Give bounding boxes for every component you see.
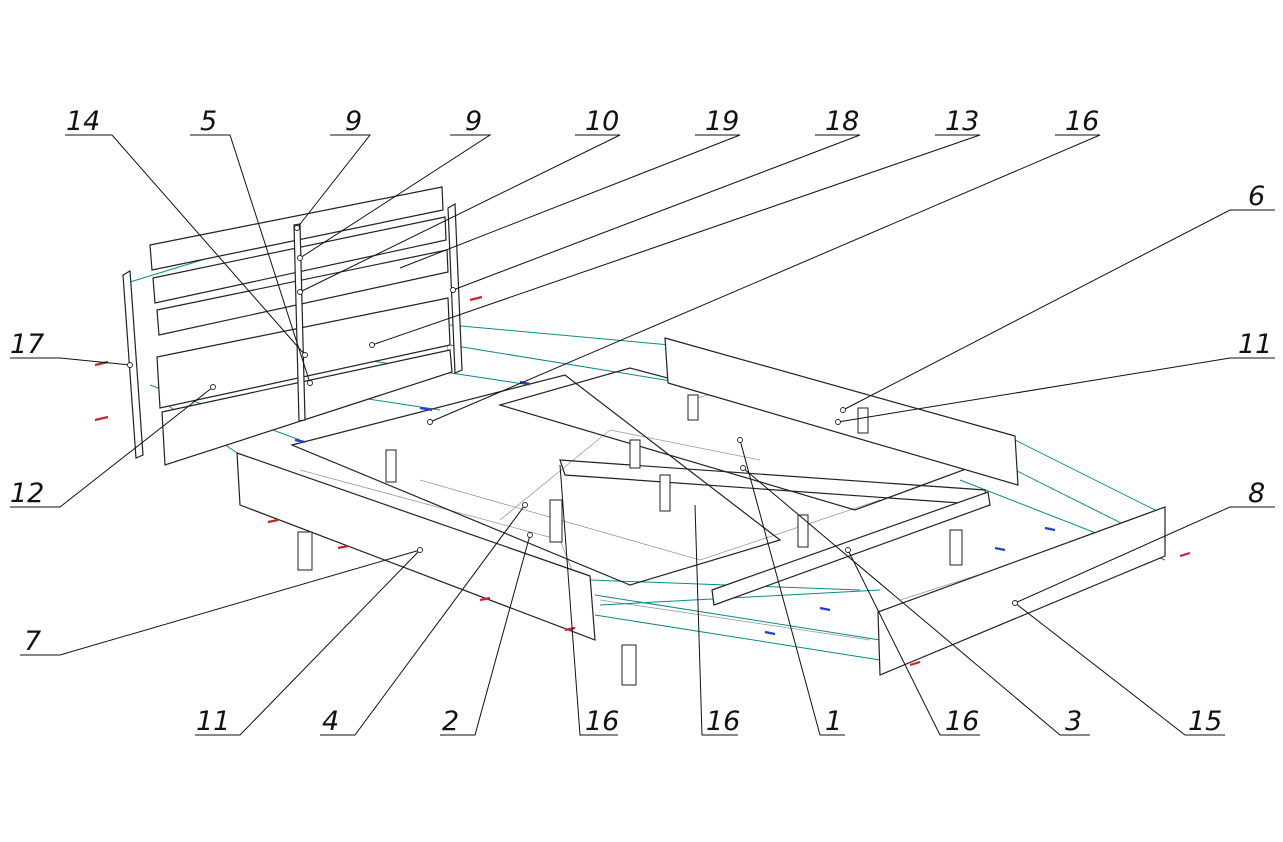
callout-label: 16 (706, 706, 740, 737)
leg (857, 407, 869, 434)
foot-rail-inner (711, 491, 991, 606)
footboard (877, 506, 1166, 676)
leg (949, 529, 963, 566)
callout-label: 11 (196, 706, 230, 737)
callout-label: 16 (1065, 106, 1099, 137)
leader-lines (10, 134, 1275, 736)
leg (629, 439, 641, 469)
callout-label: 5 (200, 106, 217, 137)
callout-label: 11 (1238, 329, 1272, 360)
callout-label: 16 (945, 706, 979, 737)
callout-label: 1 (825, 706, 842, 737)
callout-label: 12 (10, 478, 44, 509)
headboard-lower-rail (161, 349, 453, 466)
callout-label: 10 (585, 106, 619, 137)
callout-label: 7 (24, 626, 41, 657)
headboard-center-post (293, 223, 306, 422)
screws (94, 295, 1191, 667)
callout-label: 2 (442, 706, 459, 737)
callout-label: 16 (585, 706, 619, 737)
side-rail-left (236, 452, 596, 641)
leg (621, 644, 637, 686)
callout-label: 18 (825, 106, 859, 137)
callout-label: 19 (705, 106, 739, 137)
callout-label: 4 (322, 706, 339, 737)
callout-label: 14 (66, 106, 100, 137)
headboard (122, 186, 463, 466)
leg (385, 449, 397, 483)
center-rail (559, 459, 989, 506)
base-panel-front (290, 374, 782, 586)
headboard-post-left (122, 270, 144, 459)
leg (297, 531, 313, 571)
leg (687, 394, 699, 421)
callout-label: 15 (1188, 706, 1222, 737)
callout-points (127, 225, 1018, 606)
callout-label: 13 (945, 106, 979, 137)
callout-label: 17 (10, 329, 44, 360)
callout-label: 6 (1248, 181, 1265, 212)
callout-label: 9 (345, 106, 362, 137)
callout-label: 3 (1065, 706, 1082, 737)
leg (659, 474, 671, 512)
legs (297, 394, 963, 686)
leg (549, 499, 563, 543)
callout-label: 9 (465, 106, 482, 137)
leg (797, 514, 809, 548)
callout-label: 8 (1248, 478, 1265, 509)
callout-labels: 14 5 9 9 10 19 18 13 16 6 11 8 17 12 7 1… (10, 106, 1272, 737)
